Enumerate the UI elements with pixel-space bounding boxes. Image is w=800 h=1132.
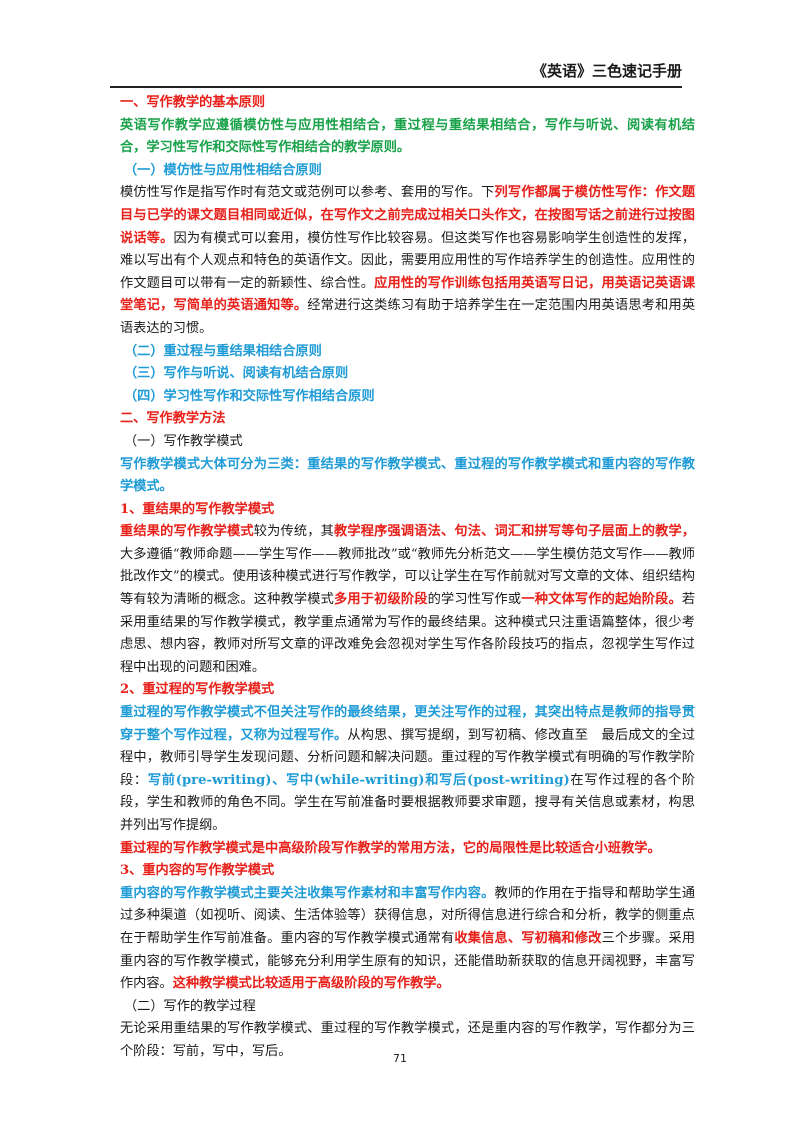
text-run: 重结果的写作教学模式 [120, 524, 254, 540]
page-number: 71 [393, 1052, 407, 1065]
paragraph: 二、写作教学方法 [120, 408, 695, 431]
text-run: 收集信息、写初稿和修改 [454, 930, 602, 946]
text-run: 1、重结果的写作教学模式 [120, 501, 275, 517]
text-run: 在写作过程的各个阶段，学生和教师的角色不同。学生在写前准备时要根据教师要求审题，… [120, 772, 696, 833]
text-run: 的学习性写作或 [427, 592, 522, 608]
text-run: （四）学习性写作和交际性写作相结合原则 [124, 388, 375, 404]
text-run: 重内容的写作教学模式主要关注收集写作素材和丰富写作内容。 [120, 885, 495, 901]
text-run: 英语写作教学应遵循模仿性与应用性相结合，重过程与重结果相结合，写作与听说、阅读有… [120, 117, 695, 156]
paragraph: 重内容的写作教学模式主要关注收集写作素材和丰富写作内容。教师的作用在于指导和帮助… [120, 883, 695, 996]
text-run: 2、重过程的写作教学模式 [120, 682, 275, 698]
text-run: 3、重内容的写作教学模式 [120, 863, 275, 879]
paragraph: （二）写作的教学过程 [120, 996, 695, 1019]
paragraph: 重过程的写作教学模式不但关注写作的最终结果，更关注写作的过程，其突出特点是教师的… [120, 702, 695, 838]
text-run: （二）写作的教学过程 [124, 998, 256, 1014]
text-run: 模仿性写作是指写作时有范文或范例可以参考、套用的写作。下 [120, 185, 495, 201]
document-body: 一、写作教学的基本原则英语写作教学应遵循模仿性与应用性相结合，重过程与重结果相结… [120, 92, 695, 1064]
text-run: 列写作都属于模仿性写作：作文题目与已学的课文题目相同或近似，在写作文之前完成过相… [120, 185, 696, 246]
paragraph: 2、重过程的写作教学模式 [120, 679, 695, 702]
text-run: 应用性的写作训练包括用英语写日记，用英语记英语课堂笔记，写简单的英语通知等。 [120, 275, 696, 314]
text-run: 因为有模式可以套用，模仿性写作比较容易。但这类写作也容易影响学生创造性的发挥，难… [120, 230, 696, 291]
text-run: （一）模仿性与应用性相结合原则 [124, 162, 322, 178]
text-run: 多用于初级阶段 [334, 592, 428, 608]
header-title: 《英语》三色速记手册 [531, 62, 682, 80]
paragraph: 重过程的写作教学模式是中高级阶段写作教学的常用方法，它的局限性是比较适合小班教学… [120, 838, 695, 861]
paragraph: 无论采用重结果的写作教学模式、重过程的写作教学模式，还是重内容的写作教学，写作都… [120, 1018, 695, 1063]
text-run: （二）重过程与重结果相结合原则 [124, 343, 322, 359]
text-run: 一、写作教学的基本原则 [120, 95, 266, 110]
paragraph: 模仿性写作是指写作时有范文或范例可以参考、套用的写作。下列写作都属于模仿性写作：… [120, 182, 695, 340]
paragraph: （一）写作教学模式 [120, 431, 695, 454]
paragraph: 英语写作教学应遵循模仿性与应用性相结合，重过程与重结果相结合，写作与听说、阅读有… [120, 115, 695, 160]
text-run: 经常进行这类练习有助于培养学生在一定范围内用英语思考和用英语表达的习惯。 [120, 298, 696, 336]
text-run: 从构思、撰写提纲，到写初稿、修改直至 最后成文的全过程中，教师引导学生发现问题、… [120, 727, 696, 788]
text-run: （三）写作与听说、阅读有机结合原则 [124, 366, 349, 382]
text-run: 这种教学模式比较适用于高级阶段的写作教学。 [172, 976, 450, 992]
text-run: 大多遵循“教师命题——学生写作——教师批改”或“教师先分析范文——学生模仿范文写… [120, 546, 695, 608]
paragraph: 一、写作教学的基本原则 [120, 92, 695, 115]
text-run: 无论采用重结果的写作教学模式、重过程的写作教学模式，还是重内容的写作教学，写作都… [120, 1021, 695, 1059]
paragraph: 3、重内容的写作教学模式 [120, 860, 695, 883]
text-run: 写前(pre-writing)、写中(while-writing)和写后(pos… [147, 772, 570, 788]
text-run: 重过程的写作教学模式不但关注写作的最终结果，更关注写作的过程，其突出特点是教师的… [120, 705, 695, 743]
text-run: 三个步骤。采用重内容的写作教学模式，能够充分利用学生原有的知识，还能借助新获取的… [120, 930, 696, 992]
page-header: 《英语》三色速记手册 [110, 56, 682, 88]
paragraph: （二）重过程与重结果相结合原则 [120, 341, 695, 364]
paragraph: 重结果的写作教学模式较为传统，其教学程序强调语法、句法、词汇和拼写等句子层面上的… [120, 521, 695, 679]
text-run: 写作教学模式大体可分为三类：重结果的写作教学模式、重过程的写作教学模式和重内容的… [120, 456, 695, 495]
paragraph: （一）模仿性与应用性相结合原则 [120, 160, 695, 183]
text-run: （一）写作教学模式 [124, 433, 243, 449]
paragraph: 写作教学模式大体可分为三类：重结果的写作教学模式、重过程的写作教学模式和重内容的… [120, 454, 695, 499]
text-run: 若采用重结果的写作教学模式，教学重点通常为写作的最终结果。这种模式只注重语篇整体… [120, 592, 696, 675]
paragraph: （三）写作与听说、阅读有机结合原则 [120, 363, 695, 386]
text-run: 二、写作教学方法 [120, 411, 226, 427]
text-run: 较为传统，其 [253, 524, 335, 540]
text-run: 教学程序强调语法、句法、词汇和拼写等句子层面上的教学， [334, 524, 696, 540]
paragraph: （四）学习性写作和交际性写作相结合原则 [120, 386, 695, 409]
text-run: 一种文体写作的起始阶段。 [521, 592, 682, 608]
paragraph: 1、重结果的写作教学模式 [120, 499, 695, 522]
text-run: 重过程的写作教学模式是中高级阶段写作教学的常用方法，它的局限性是比较适合小班教学… [120, 840, 661, 856]
text-run: 教师的作用在于指导和帮助学生通过多种渠道（如视听、阅读、生活体验等）获得信息，对… [120, 885, 696, 946]
